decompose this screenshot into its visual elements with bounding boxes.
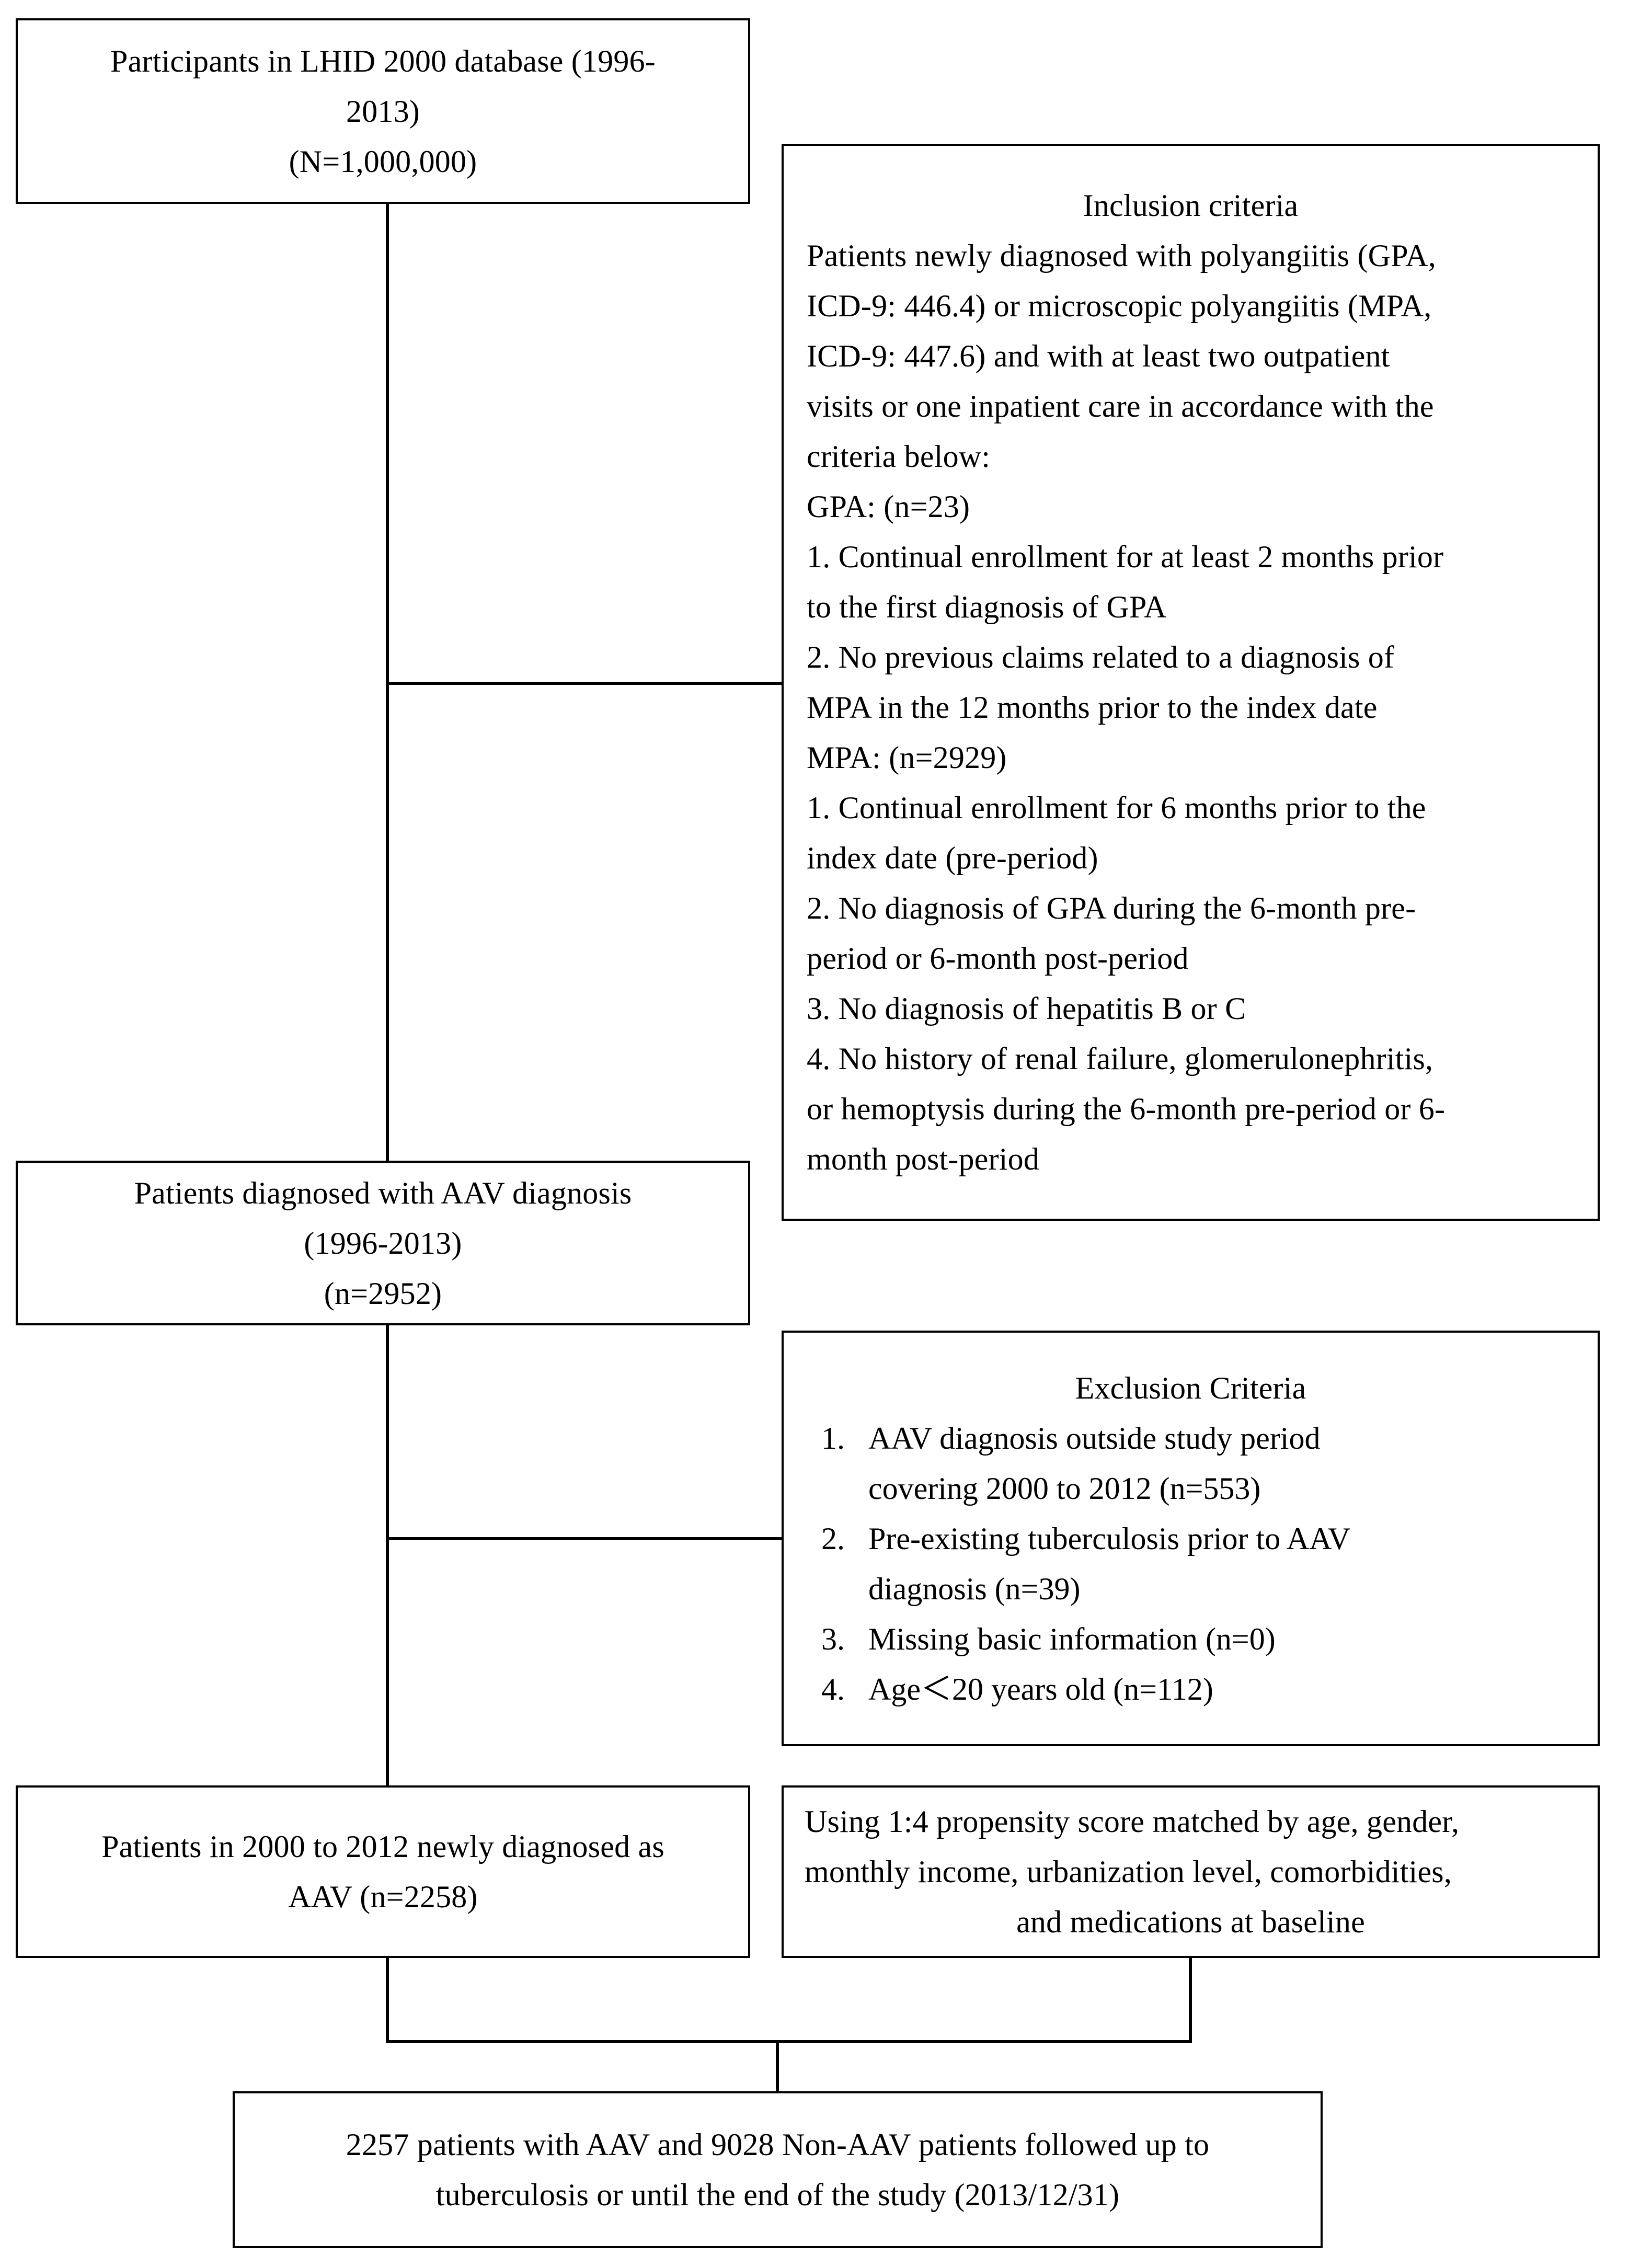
connector-to-inclusion-criteria xyxy=(386,682,783,685)
exclusion-item-2-line-1: Pre-existing tuberculosis prior to AAV xyxy=(868,1521,1351,1556)
list-item: 4. Age＜20 years old (n=112) xyxy=(807,1664,1575,1714)
inclusion-line-10: MPA in the 12 months prior to the index … xyxy=(807,690,1378,725)
propensity-line-3: and medications at baseline xyxy=(1016,1905,1365,1939)
propensity-line-2: monthly income, urbanization level, como… xyxy=(805,1854,1452,1889)
participants-line-2: 2013) xyxy=(346,94,420,129)
connector-merge-to-cohort xyxy=(776,2040,779,2092)
connector-to-exclusion-criteria xyxy=(386,1537,783,1540)
list-item: 2. Pre-existing tuberculosis prior to AA… xyxy=(807,1514,1575,1614)
exclusion-item-3-number: 3. xyxy=(821,1621,845,1656)
final-aav-line-2: AAV (n=2258) xyxy=(288,1880,478,1914)
exclusion-item-4-text: Age＜20 years old (n=112) xyxy=(868,1664,1575,1714)
exclusion-item-2-number: 2. xyxy=(821,1521,845,1556)
inclusion-line-1: Patients newly diagnosed with polyangiit… xyxy=(807,238,1437,273)
inclusion-line-6: GPA: (n=23) xyxy=(807,489,970,524)
aav-line-1: Patients diagnosed with AAV diagnosis xyxy=(134,1175,632,1210)
inclusion-line-5: criteria below: xyxy=(807,439,991,474)
exclusion-item-4-line-1: Age＜20 years old (n=112) xyxy=(868,1671,1213,1706)
node-inclusion-criteria: Inclusion criteria Patients newly diagno… xyxy=(782,144,1600,1221)
exclusion-item-1-line-2: covering 2000 to 2012 (n=553) xyxy=(868,1471,1261,1506)
inclusion-line-3: ICD-9: 447.6) and with at least two outp… xyxy=(807,339,1390,373)
inclusion-line-12: 1. Continual enrollment for 6 months pri… xyxy=(807,791,1426,825)
inclusion-line-19: month post-period xyxy=(807,1142,1040,1176)
cohort-line-1: 2257 patients with AAV and 9028 Non-AAV … xyxy=(346,2127,1210,2162)
inclusion-line-13: index date (pre-period) xyxy=(807,841,1098,875)
connector-propensity-drop xyxy=(1189,1958,1192,2042)
inclusion-line-11: MPA: (n=2929) xyxy=(807,740,1007,775)
list-item: 3. Missing basic information (n=0) xyxy=(807,1614,1575,1664)
inclusion-heading: Inclusion criteria xyxy=(1083,188,1299,223)
exclusion-item-3-line-1: Missing basic information (n=0) xyxy=(868,1621,1276,1656)
exclusion-list: 1. AAV diagnosis outside study period co… xyxy=(807,1413,1575,1714)
connector-final-aav-drop xyxy=(386,1958,389,2042)
participants-line-3: (N=1,000,000) xyxy=(289,144,477,179)
participants-line-1: Participants in LHID 2000 database (1996… xyxy=(110,43,656,78)
propensity-line-1: Using 1:4 propensity score matched by ag… xyxy=(805,1804,1460,1839)
inclusion-line-17: 4. No history of renal failure, glomerul… xyxy=(807,1041,1433,1076)
exclusion-heading: Exclusion Criteria xyxy=(1075,1370,1306,1405)
inclusion-line-18: or hemoptysis during the 6-month pre-per… xyxy=(807,1092,1446,1126)
node-participants-lhid: Participants in LHID 2000 database (1996… xyxy=(16,18,750,204)
exclusion-item-2-line-2: diagnosis (n=39) xyxy=(868,1571,1081,1606)
inclusion-line-7: 1. Continual enrollment for at least 2 m… xyxy=(807,540,1444,574)
cohort-line-2: tuberculosis or until the end of the stu… xyxy=(435,2178,1120,2212)
inclusion-line-9: 2. No previous claims related to a diagn… xyxy=(807,640,1395,674)
inclusion-line-2: ICD-9: 446.4) or microscopic polyangiiti… xyxy=(807,289,1432,323)
inclusion-line-14: 2. No diagnosis of GPA during the 6-mont… xyxy=(807,891,1416,925)
inclusion-line-16: 3. No diagnosis of hepatitis B or C xyxy=(807,991,1246,1026)
inclusion-line-8: to the first diagnosis of GPA xyxy=(807,590,1167,624)
aav-line-3: (n=2952) xyxy=(324,1276,442,1311)
connector-merge-bar xyxy=(386,2040,1192,2043)
list-item: 1. AAV diagnosis outside study period co… xyxy=(807,1413,1575,1514)
connector-aav-to-final xyxy=(386,1325,389,1785)
exclusion-item-1-text: AAV diagnosis outside study period cover… xyxy=(868,1413,1575,1514)
node-final-aav-cohort: Patients in 2000 to 2012 newly diagnosed… xyxy=(16,1785,750,1958)
aav-line-2: (1996-2013) xyxy=(304,1225,462,1261)
node-aav-diagnosed: Patients diagnosed with AAV diagnosis (1… xyxy=(16,1161,750,1325)
exclusion-item-3-text: Missing basic information (n=0) xyxy=(868,1614,1575,1664)
node-exclusion-criteria: Exclusion Criteria 1. AAV diagnosis outs… xyxy=(782,1331,1600,1746)
inclusion-line-4: visits or one inpatient care in accordan… xyxy=(807,389,1434,423)
inclusion-line-15: period or 6-month post-period xyxy=(807,941,1189,976)
exclusion-item-4-number: 4. xyxy=(821,1671,845,1706)
final-aav-line-1: Patients in 2000 to 2012 newly diagnosed… xyxy=(101,1829,664,1864)
exclusion-item-1-line-1: AAV diagnosis outside study period xyxy=(868,1421,1321,1456)
exclusion-item-1-number: 1. xyxy=(821,1421,845,1456)
node-propensity-score-matching: Using 1:4 propensity score matched by ag… xyxy=(782,1785,1600,1958)
exclusion-item-2-text: Pre-existing tuberculosis prior to AAV d… xyxy=(868,1514,1575,1614)
node-followup-cohort: 2257 patients with AAV and 9028 Non-AAV … xyxy=(233,2091,1323,2248)
